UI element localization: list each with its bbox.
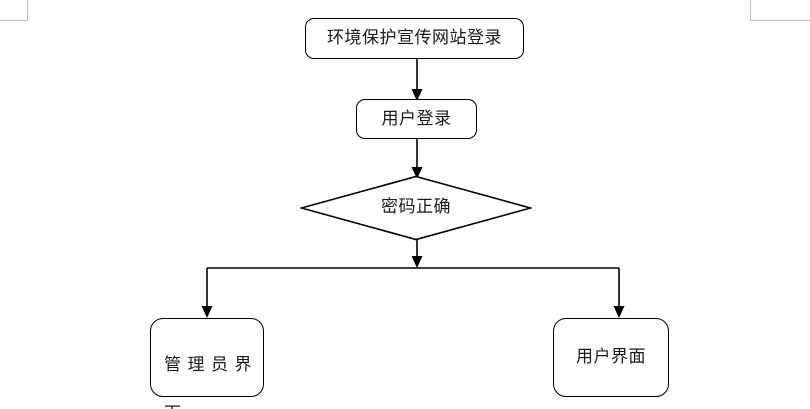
edge-user-login-to-decision: [411, 138, 423, 179]
crop-mark-vertical-line: [750, 0, 751, 21]
node-user-login-label: 用户登录: [381, 108, 452, 128]
node-site-login-label: 环境保护宣传网站登录: [327, 28, 502, 48]
node-user-ui[interactable]: 用户界面: [553, 318, 669, 397]
node-admin-ui-label-line2: 面: [164, 402, 252, 409]
crop-mark-top-left: [0, 0, 28, 21]
diamond-shape: [300, 175, 532, 241]
node-admin-ui[interactable]: 管理员界 面: [150, 318, 264, 409]
crop-mark-horizontal-line: [0, 20, 28, 21]
edge-site-login-to-user-login: [411, 58, 423, 101]
node-admin-ui-label: 管理员界 面: [151, 319, 252, 409]
node-user-ui-label: 用户界面: [576, 347, 646, 367]
crop-mark-horizontal-line: [750, 20, 810, 21]
node-user-login[interactable]: 用户登录: [356, 99, 477, 139]
crop-mark-vertical-line: [27, 0, 28, 21]
edge-branch-split-to-bottom-nodes: [201, 267, 625, 318]
node-password-correct-label: 密码正确: [381, 196, 451, 216]
node-site-login[interactable]: 环境保护宣传网站登录: [305, 18, 524, 59]
node-admin-ui-label-line1: 管理员界: [164, 354, 252, 374]
edge-decision-to-branch-bar: [411, 238, 423, 268]
node-password-correct-decision[interactable]: 密码正确: [300, 175, 532, 241]
crop-mark-top-right: [750, 0, 810, 21]
